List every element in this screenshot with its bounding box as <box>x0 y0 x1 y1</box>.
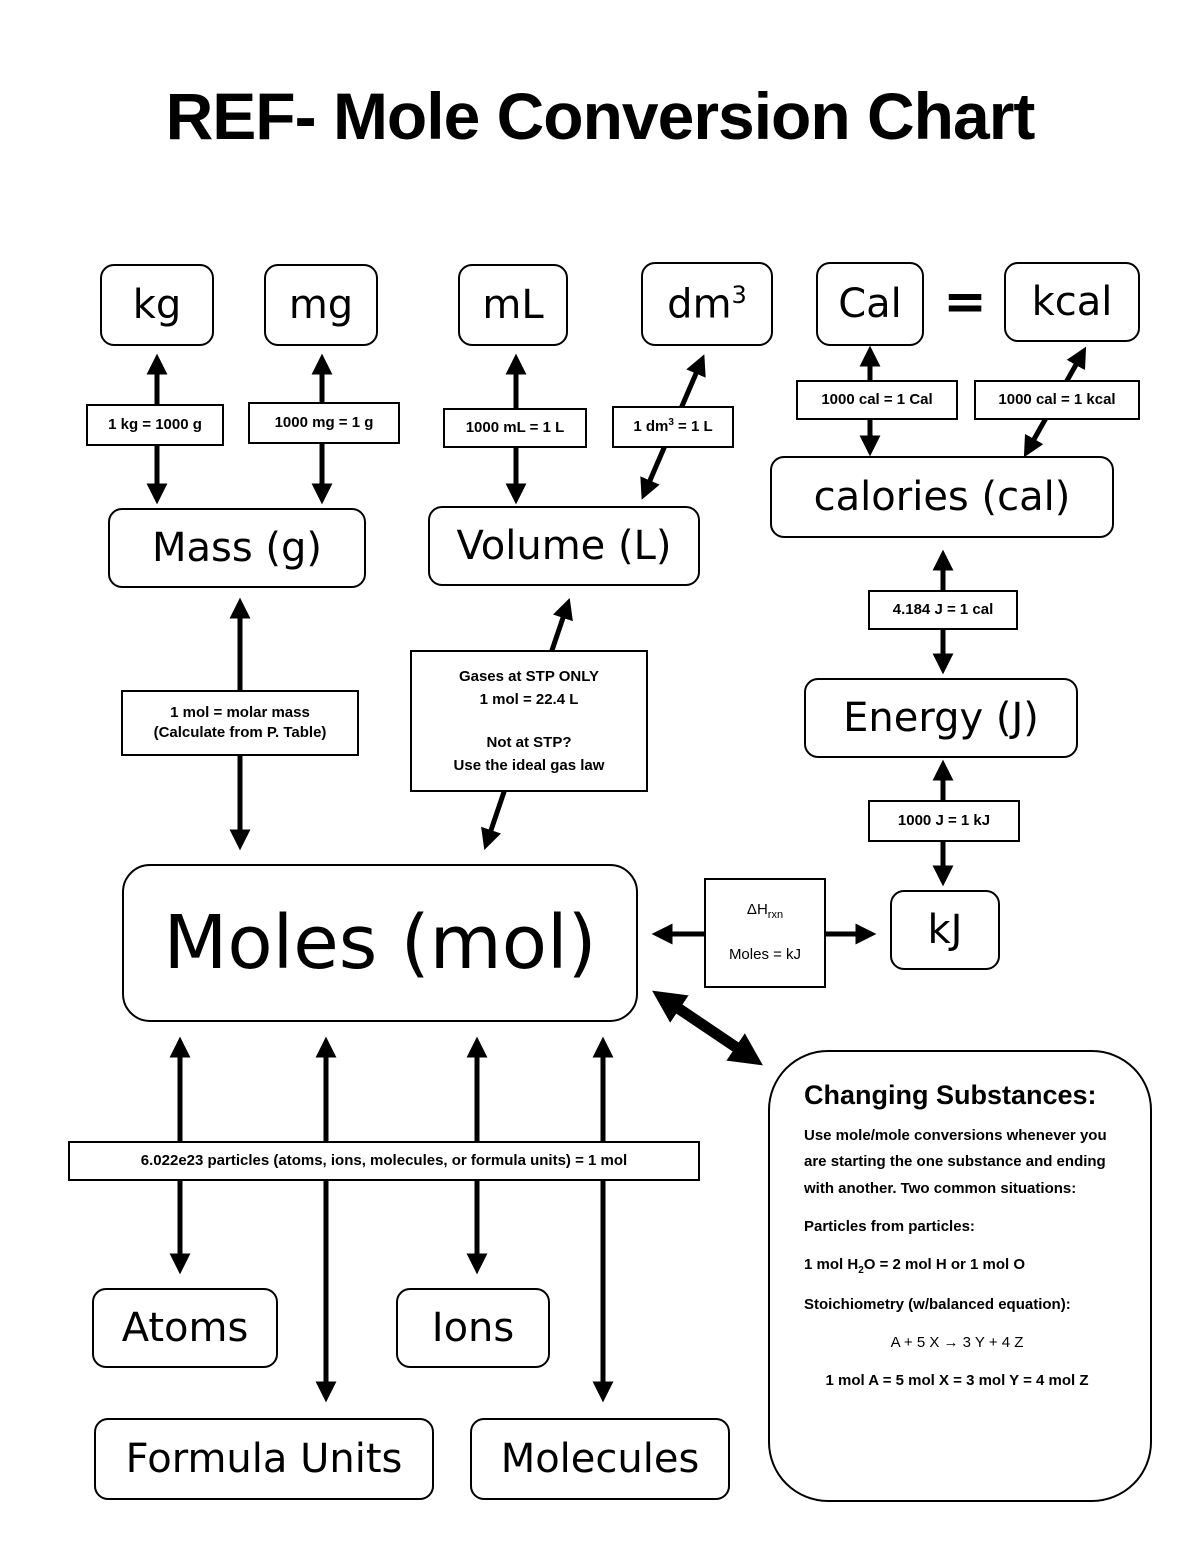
conversion-j-kj-text: 1000 J = 1 kJ <box>897 811 991 829</box>
unit-calories: calories (cal) <box>770 456 1114 538</box>
conversion-mg-g: 1000 mg = 1 g <box>248 402 400 444</box>
unit-ions-label: Ions <box>431 1305 515 1351</box>
conversion-ml-l: 1000 mL = 1 L <box>443 408 587 448</box>
unit-ml: mL <box>458 264 568 346</box>
example1-sub: 2 <box>858 1265 864 1276</box>
conversion-gas-line2: 1 mol = 22.4 L <box>479 690 579 708</box>
conversion-gas-line1: Gases at STP ONLY <box>458 667 600 685</box>
unit-kcal-label: kcal <box>1031 279 1113 325</box>
conversion-dm3-exp: 3 <box>668 417 674 429</box>
unit-formula-units-label: Formula Units <box>125 1436 403 1482</box>
conversion-dm3-l-text: 1 dm3 = 1 L <box>633 416 712 437</box>
unit-kg: kg <box>100 264 214 346</box>
conversion-cal-Cal-text: 1000 cal = 1 Cal <box>821 390 933 408</box>
conversion-dm3-post: = 1 L <box>673 418 713 436</box>
conversion-cal-kcal: 1000 cal = 1 kcal <box>974 380 1140 420</box>
unit-kj-label: kJ <box>927 907 963 953</box>
changing-substances-heading: Changing Substances: <box>804 1080 1097 1110</box>
conversion-enthalpy-symbol: ΔHrxn <box>747 900 783 923</box>
unit-dm3-exponent: 3 <box>731 280 747 309</box>
conversion-dm3-l: 1 dm3 = 1 L <box>612 406 734 448</box>
unit-volume-label: Volume (L) <box>456 523 672 569</box>
unit-calories-label: calories (cal) <box>813 474 1071 520</box>
changing-substances-example2: 1 mol A = 5 mol X = 3 mol Y = 4 mol Z <box>825 1372 1089 1389</box>
equals-sign: = <box>943 272 987 332</box>
unit-cal-food-label: Cal <box>838 281 902 327</box>
changing-substances-case2: Stoichiometry (w/balanced equation): <box>804 1295 1071 1313</box>
conversion-particles-text: 6.022e23 particles (atoms, ions, molecul… <box>140 1151 628 1169</box>
unit-atoms-label: Atoms <box>121 1305 249 1351</box>
conversion-dm3-pre: 1 dm <box>633 418 669 436</box>
page-title: REF- Mole Conversion Chart <box>165 79 1036 153</box>
conversion-j-cal-text: 4.184 J = 1 cal <box>892 600 994 618</box>
conversion-j-cal: 4.184 J = 1 cal <box>868 590 1018 630</box>
unit-ions: Ions <box>396 1288 550 1368</box>
unit-dm3: dm3 <box>641 262 773 346</box>
unit-mg-label: mg <box>288 282 354 328</box>
conversion-enthalpy: ΔHrxn Moles = kJ <box>704 878 826 988</box>
conversion-ml-l-text: 1000 mL = 1 L <box>465 418 565 436</box>
example1-post: O = 2 mol H or 1 mol O <box>863 1256 1026 1273</box>
unit-cal-food: Cal <box>816 262 924 346</box>
unit-dm3-base: dm <box>667 281 732 328</box>
unit-molecules-label: Molecules <box>500 1436 700 1482</box>
unit-energy-label: Energy (J) <box>843 695 1039 741</box>
unit-energy: Energy (J) <box>804 678 1078 758</box>
unit-formula-units: Formula Units <box>94 1418 434 1500</box>
arrow-moles-changing <box>652 990 763 1066</box>
conversion-cal-Cal: 1000 cal = 1 Cal <box>796 380 958 420</box>
conversion-kg-g-text: 1 kg = 1000 g <box>108 415 202 433</box>
changing-substances-intro: Use mole/mole conversions whenever you a… <box>804 1127 1107 1197</box>
conversion-cal-kcal-text: 1000 cal = 1 kcal <box>998 390 1116 408</box>
conversion-gas-line3: Not at STP? <box>486 734 572 751</box>
changing-substances-example1: 1 mol H2O = 2 mol H or 1 mol O <box>804 1252 1130 1280</box>
example1-pre: 1 mol H <box>804 1256 859 1273</box>
unit-atoms: Atoms <box>92 1288 278 1368</box>
unit-moles: Moles (mol) <box>122 864 638 1022</box>
unit-kj: kJ <box>890 890 1000 970</box>
changing-substances-equation: A + 5 X → 3 Y + 4 Z <box>890 1333 1024 1351</box>
unit-dm3-label: dm3 <box>667 281 747 327</box>
conversion-kg-g: 1 kg = 1000 g <box>86 404 224 446</box>
conversion-mg-g-text: 1000 mg = 1 g <box>274 413 374 431</box>
conversion-gas-line4: Use the ideal gas law <box>453 757 605 775</box>
unit-kcal: kcal <box>1004 262 1140 342</box>
unit-kg-label: kg <box>132 282 182 328</box>
conversion-molar-mass: 1 mol = molar mass (Calculate from P. Ta… <box>121 690 359 756</box>
unit-mg: mg <box>264 264 378 346</box>
delta-h-subscript: rxn <box>767 909 784 922</box>
conversion-gas-volume: Gases at STP ONLY 1 mol = 22.4 L Not at … <box>410 650 648 792</box>
conversion-j-kj: 1000 J = 1 kJ <box>868 800 1020 842</box>
conversion-molar-mass-line2: (Calculate from P. Table) <box>153 724 327 741</box>
conversion-particles: 6.022e23 particles (atoms, ions, molecul… <box>68 1141 700 1181</box>
conversion-molar-mass-line1: 1 mol = molar mass <box>170 703 310 721</box>
delta-h-symbol: ΔH <box>746 901 768 919</box>
unit-volume: Volume (L) <box>428 506 700 586</box>
unit-mass: Mass (g) <box>108 508 366 588</box>
unit-molecules: Molecules <box>470 1418 730 1500</box>
changing-substances-case1: Particles from particles: <box>804 1217 975 1235</box>
changing-substances-panel: Changing Substances: Use mole/mole conve… <box>768 1050 1152 1502</box>
conversion-enthalpy-line2: Moles = kJ <box>728 946 802 964</box>
unit-mass-label: Mass (g) <box>151 525 323 571</box>
unit-ml-label: mL <box>482 282 544 328</box>
unit-moles-label: Moles (mol) <box>163 900 597 986</box>
